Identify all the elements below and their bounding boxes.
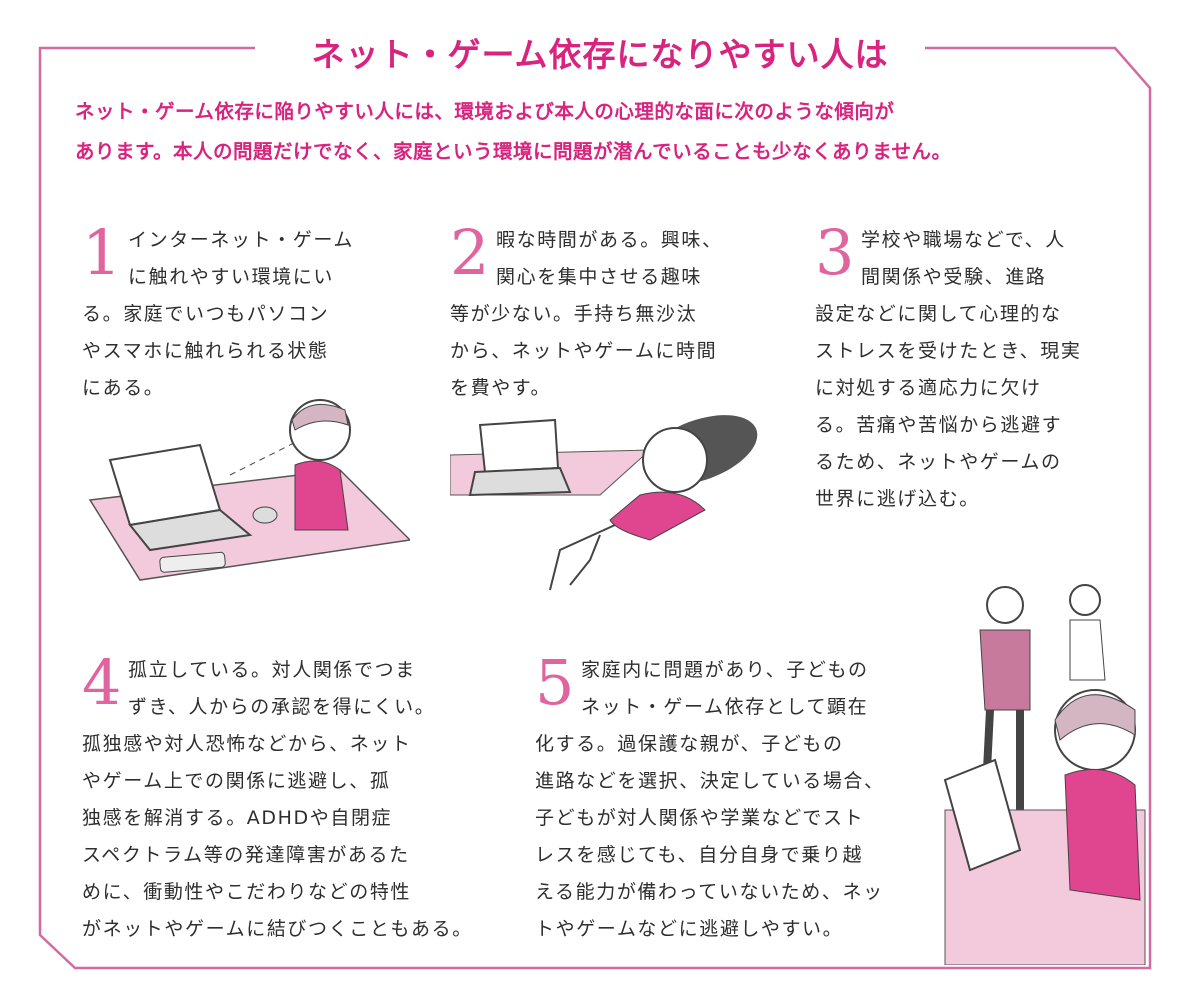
item-line: 子どもが対人関係や学業などでスト bbox=[535, 807, 865, 829]
item-line: るため、ネットやゲームの bbox=[815, 451, 1062, 473]
item-line: ネット・ゲーム依存として顕在 bbox=[581, 696, 869, 718]
item-line: にある。 bbox=[82, 377, 165, 399]
item-line: 独感を解消する。ADHDや自閉症 bbox=[82, 807, 393, 829]
item-line: 暇な時間がある。興味、 bbox=[496, 229, 723, 251]
item-line: 化する。過保護な親が、子どもの bbox=[535, 733, 844, 755]
item-number: 3 bbox=[815, 216, 857, 289]
item-line: る。家庭でいつもパソコン bbox=[82, 303, 330, 325]
item-line: から、ネットやゲームに時間 bbox=[450, 340, 718, 362]
page-title: ネット・ゲーム依存になりやすい人は bbox=[311, 35, 889, 74]
item-line: レスを感じても、自分自身で乗り越 bbox=[535, 844, 864, 866]
item-line: やスマホに触れられる状態 bbox=[82, 340, 329, 362]
item-line: を費やす。 bbox=[450, 377, 552, 399]
item-line: 間関係や受験、進路 bbox=[861, 266, 1047, 288]
item-line: 設定などに関して心理的な bbox=[815, 303, 1062, 325]
item-line: る。苦痛や苦悩から逃避す bbox=[815, 414, 1063, 436]
item-line: スペクトラム等の発達障害があるた bbox=[82, 844, 410, 866]
item-line: に触れやすい環境にい bbox=[128, 266, 335, 288]
item-line: ストレスを受けたとき、現実 bbox=[815, 340, 1082, 362]
item-line: インターネット・ゲーム bbox=[128, 229, 355, 251]
item-number: 1 bbox=[82, 216, 124, 289]
intro-line: ネット・ゲーム依存に陥りやすい人には、環境および本人の心理的な面に次のような傾向… bbox=[75, 100, 895, 123]
intro-line: あります。本人の問題だけでなく、家庭という環境に問題が潜んでいることも少なくあり… bbox=[75, 140, 952, 163]
item-number: 5 bbox=[535, 646, 577, 719]
item-line: がネットやゲームに結びつくこともある。 bbox=[82, 918, 473, 940]
item-line: めに、衝動性やこだわりなどの特性 bbox=[82, 881, 412, 903]
tendency-item-1: 1 インターネット・ゲーム に触れやすい環境にい る。家庭でいつもパソコン やス… bbox=[82, 218, 355, 407]
item-number: 4 bbox=[82, 646, 124, 719]
tendency-item-2: 2 暇な時間がある。興味、 関心を集中させる趣味 等が少ない。手持ち無沙汰 から… bbox=[450, 218, 723, 407]
item-line: 進路などを選択、決定している場合、 bbox=[535, 770, 885, 792]
item-line: に対処する適応力に欠け bbox=[815, 377, 1042, 399]
illustration-child-laptop bbox=[88, 399, 410, 581]
item-line: 孤立している。対人関係でつま bbox=[128, 659, 416, 681]
item-line: 家庭内に問題があり、子どもの bbox=[581, 659, 869, 681]
item-number: 2 bbox=[450, 216, 492, 289]
tendency-item-4: 4 孤立している。対人関係でつま ずき、人からの承認を得にくい。 孤独感や対人恐… bbox=[82, 648, 473, 948]
illustration-reclining-child bbox=[450, 415, 758, 591]
illustration-family-computer bbox=[943, 584, 1146, 965]
item-line: 関心を集中させる趣味 bbox=[496, 266, 703, 288]
item-line: やゲーム上での関係に逃避し、孤 bbox=[82, 770, 391, 792]
tendency-item-3: 3 学校や職場などで、人 間関係や受験、進路 設定などに関して心理的な ストレス… bbox=[815, 218, 1082, 518]
item-line: トやゲームなどに逃避しやすい。 bbox=[535, 918, 844, 940]
item-line: える能力が備わっていないため、ネッ bbox=[535, 881, 884, 903]
item-line: 学校や職場などで、人 bbox=[861, 229, 1066, 251]
intro-text: ネット・ゲーム依存に陥りやすい人には、環境および本人の心理的な面に次のような傾向… bbox=[75, 92, 1135, 172]
item-line: 世界に逃げ込む。 bbox=[815, 488, 980, 510]
item-line: 孤独感や対人恐怖などから、ネット bbox=[82, 733, 412, 755]
item-line: ずき、人からの承認を得にくい。 bbox=[128, 696, 436, 718]
item-line: 等が少ない。手持ち無沙汰 bbox=[450, 303, 698, 325]
tendency-item-5: 5 家庭内に問題があり、子どもの ネット・ゲーム依存として顕在 化する。過保護な… bbox=[535, 648, 885, 948]
